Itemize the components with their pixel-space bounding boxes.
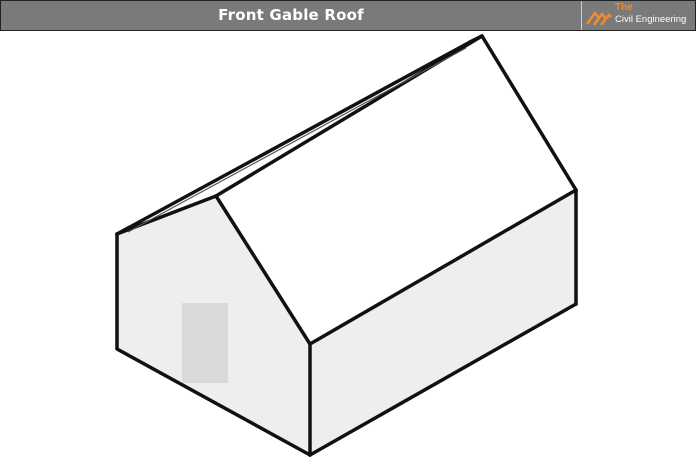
logo-text-civil-engineering: Civil Engineering — [615, 14, 687, 25]
logo-text-the: The — [615, 2, 633, 13]
page-title: Front Gable Roof — [218, 6, 364, 24]
site-logo[interactable]: The Civil Engineering — [581, 1, 695, 30]
roof-plane — [216, 36, 576, 344]
door — [182, 303, 228, 383]
side-wall — [310, 190, 576, 455]
roof-chevron-logo-icon — [586, 10, 612, 26]
roof-thickness-line — [127, 47, 467, 233]
header-bar: Front Gable Roof The Civil Engineering — [0, 0, 696, 31]
gable-roof-house-illustration — [115, 34, 578, 457]
house-outline — [115, 34, 578, 457]
